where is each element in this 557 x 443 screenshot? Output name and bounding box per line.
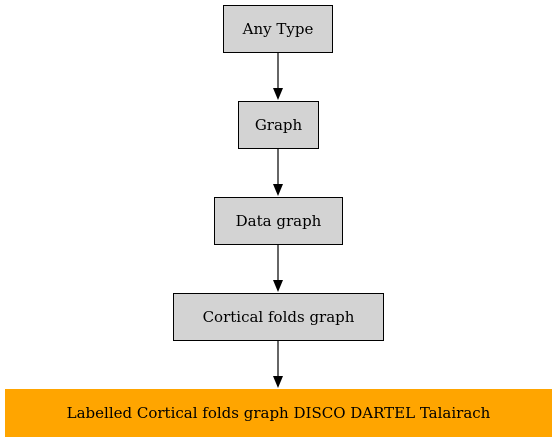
node-graph: Graph: [238, 101, 319, 149]
node-label: Data graph: [235, 212, 322, 230]
edge-graph-to-data-graph: [273, 149, 283, 196]
arrowhead-icon: [273, 88, 283, 100]
node-label: Labelled Cortical folds graph DISCO DART…: [66, 404, 491, 422]
edge-cortical-folds-graph-to-labelled: [273, 341, 283, 388]
arrowhead-icon: [273, 376, 283, 388]
node-label: Any Type: [242, 20, 314, 38]
node-cortical-folds-graph: Cortical folds graph: [173, 293, 384, 341]
node-label: Cortical folds graph: [202, 308, 355, 326]
arrowhead-icon: [273, 280, 283, 292]
edge-any-type-to-graph: [273, 53, 283, 100]
node-data-graph: Data graph: [214, 197, 343, 245]
edge-data-graph-to-cortical-folds-graph: [273, 245, 283, 292]
node-any-type: Any Type: [223, 5, 333, 53]
arrowhead-icon: [273, 184, 283, 196]
node-labelled-cortical-folds-graph: Labelled Cortical folds graph DISCO DART…: [5, 389, 552, 437]
node-label: Graph: [254, 116, 303, 134]
